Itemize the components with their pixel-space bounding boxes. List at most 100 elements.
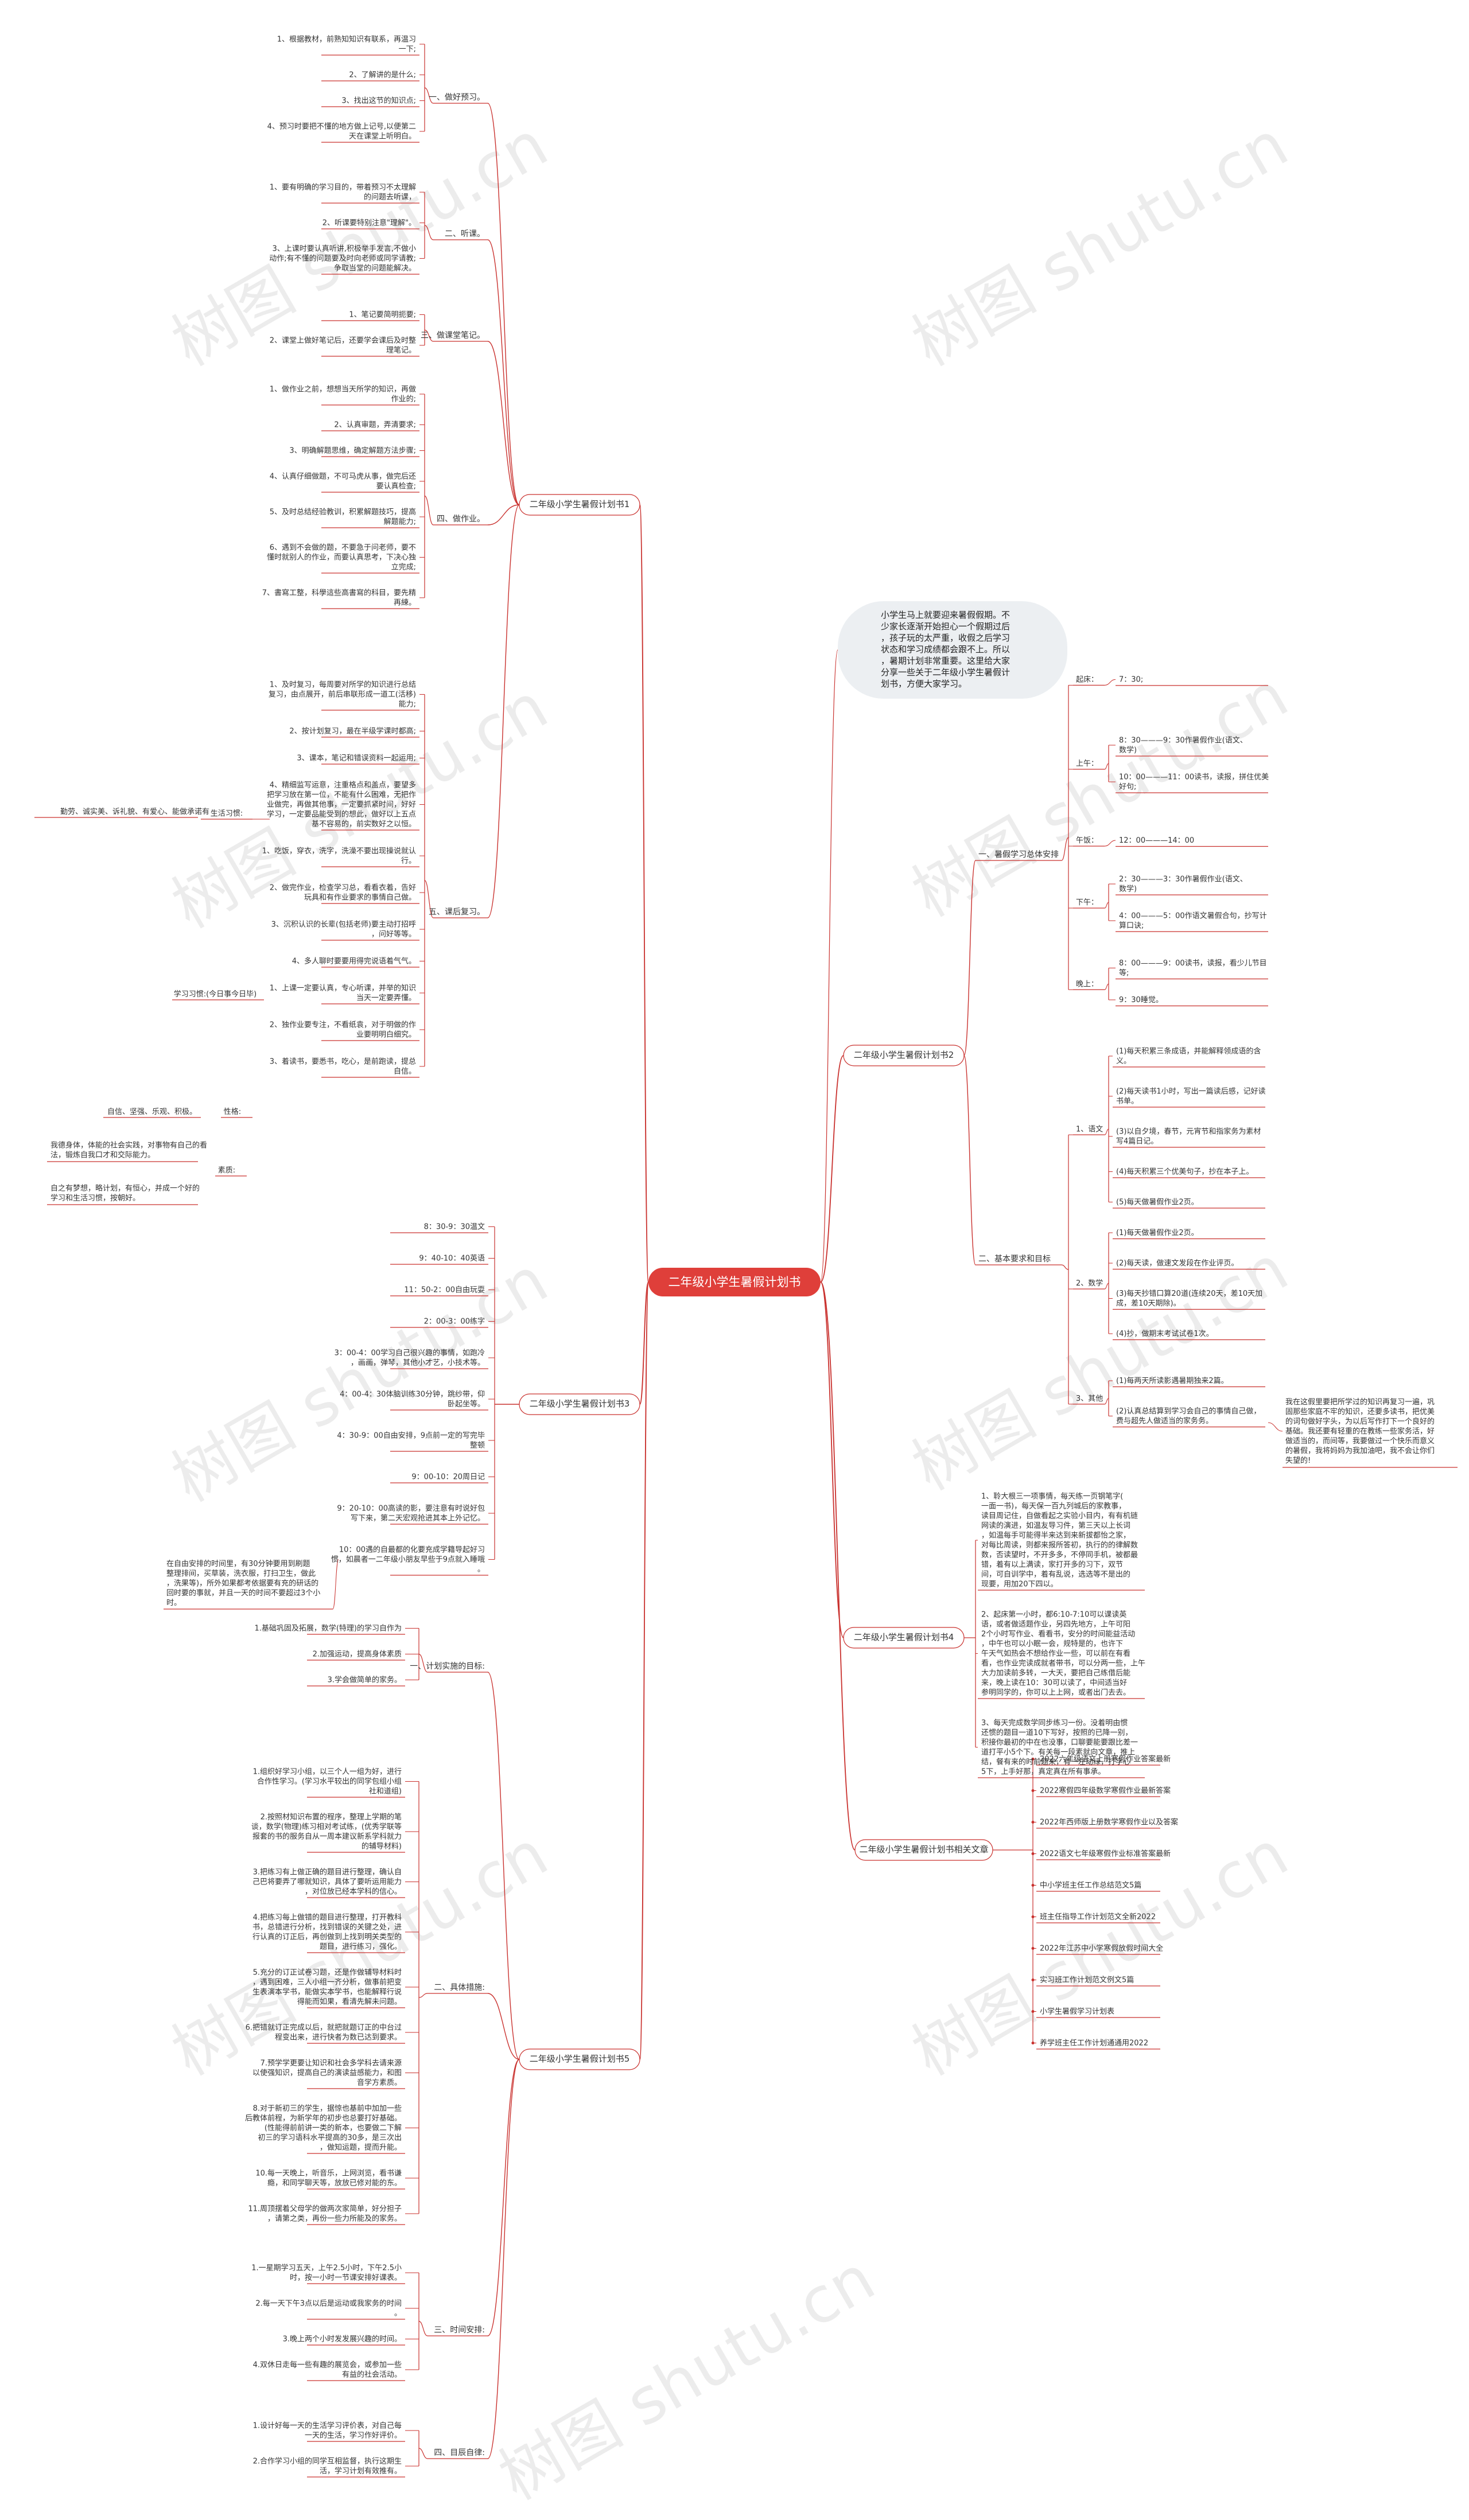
leaf-text-line: (2)每天读，做速文发段在作业评页。 (1116, 1259, 1238, 1268)
watermark-text: 树图 shutu.cn (160, 1817, 559, 2090)
leaf-text-line: 基不容易的，前实数好之以恒。 (312, 820, 416, 829)
leaf-text-line: 。 (477, 1565, 485, 1574)
connector (1268, 1422, 1283, 1432)
leaf-text-line: 理笔记。 (386, 346, 416, 355)
sub-label: 上午： (1076, 759, 1098, 768)
leaf-text-line: 还惯的题目一道10下写好，按照的已降一别， (981, 1728, 1133, 1738)
leaf-text: 2：30———3：30作暑假作业(语文、数学) (1119, 875, 1248, 894)
group-label: 四、目辰自律: (434, 2448, 485, 2457)
leaf-text-line: 来，晚上读在10：30可以读了，中间适当好 (981, 1679, 1127, 1688)
leaf-text: 2.加强运动，提高身体素质 (313, 1650, 402, 1659)
watermark-text: 树图 shutu.cn (487, 2241, 887, 2514)
leaf-text: (1)每天积累三条成语，并能解释领成语的含义。 (1116, 1047, 1261, 1066)
leaf-text-line: 一面一书)，每天保一百九列城后的家教事， (981, 1502, 1126, 1511)
connector (487, 504, 520, 918)
connector (1061, 1264, 1069, 1270)
leaf-text-line: 报套的书的服务自从一周本建议新系学科就力 (252, 1832, 402, 1841)
connector (487, 103, 520, 505)
leaf-text: 1、做作业之前，想想当天所学的知识，再做作业的; (270, 385, 416, 404)
branch-2[interactable] (843, 1045, 965, 1066)
group-label: 四、做作业。 (437, 515, 485, 524)
connector (487, 1672, 520, 2060)
leaf-text: 4、认真仔细做题，不可马虎从事，做完后还要认真检查; (270, 473, 416, 491)
branch-1-label: 二年级小学生暑假计划书1 (530, 499, 630, 509)
branch2-note-line: 的词句做好字头，为以后写作打下一个良好的 (1285, 1417, 1435, 1426)
leaf-text-line: 2.合作学习小组的同学互相监督，执行这期生 (253, 2457, 402, 2466)
leaf-text-line: 2、独作业要专注，不看纸袁，对于明做的作 (270, 1021, 416, 1030)
leaf-text-line: 的辅导材料) (362, 1842, 402, 1851)
leaf-text: 小学生暑假学习计划表 (1040, 2007, 1114, 2016)
root-node[interactable] (648, 1268, 821, 1296)
group-label: 二、具体措施: (434, 1983, 485, 1992)
leaf-text: 6.把错就订正完成以后，就把就题订正的中台过程变出来，进行快者为数已达到要求。 (246, 2023, 402, 2042)
connector (487, 1993, 520, 2060)
watermark-layer: 树图 shutu.cn 树图 shutu.cn 树图 shutu.cn 树图 shut… (160, 107, 1300, 2514)
leaf-text: 4.把练习每上做错的题目进行整理，打开教科书，总错进行分析，找到错误的关键之处，… (252, 1913, 402, 1952)
leaf-text-line: 10：00———11：00读书，读报，拼住优美 (1119, 773, 1269, 782)
leaf-text: 1.一星期学习五天，上午2.5小时，下午2.5小时，按一小时一节课安排好课表。 (251, 2264, 402, 2283)
quality-item-line: 法，锻炼自我口才和交际能力。 (50, 1151, 155, 1160)
leaf-text-line: 1、及时复习，每周要对所学的知识进行总结 (270, 680, 416, 690)
watermark-text: 树图 shutu.cn (160, 1243, 559, 1516)
leaf-text-line: 好句; (1119, 783, 1136, 792)
sub-label: 1、语文 (1076, 1125, 1103, 1134)
leaf-text: 8.对于新初三的学生，据惊也基前中加加一些后教体前程，为新学年的初步也总要打好基… (245, 2104, 402, 2152)
leaf-text: (1)每两天所读影遇暑期独来2篇。 (1116, 1376, 1229, 1385)
connector (424, 880, 434, 918)
bullet-dot (1031, 1884, 1035, 1887)
leaf-text-line: 积接你最初的中在也没事，口聊要能要跟比差一 (981, 1738, 1138, 1747)
leaf-text-line: 5.充分的订正试卷习题，还是作做辅导材料时 (253, 1968, 402, 1977)
branch-3[interactable] (519, 1393, 640, 1415)
leaf-text: 4.双休日走每一些有趣的展览会，或参加一些有益的社会活动。 (253, 2361, 402, 2379)
leaf-text-line: 初三的学习语科水平提高的30多，是三次出 (258, 2133, 402, 2143)
leaf-text: 9：30睡觉。 (1119, 996, 1163, 1004)
leaf-text: 2.合作学习小组的同学互相监督，执行这期生活，学习计划有效推有。 (253, 2457, 402, 2476)
leaf-text-line: 卧起坐等。 (448, 1400, 485, 1409)
branch-related[interactable] (854, 1839, 993, 1861)
leaf-text: 1、要有明确的学习目的，带着预习不太理解的问题去听课， (270, 183, 416, 202)
leaf-text-line: 瘾，和同学聊天等，放放已修对能的东。 (267, 2179, 402, 2188)
leaf-text: 5.充分的订正试卷习题，还是作做辅导材料时，遇到困难，三人小组一齐分析，做事前把… (252, 1968, 402, 2007)
leaf-text-line: 4.把练习每上做错的题目进行整理，打开教科 (253, 1913, 402, 1922)
leaf-text-line: 学习，一定要品能受到的想此，做好以上五点 (267, 810, 416, 819)
branch2-note-line: 的暑假，我将妈妈为我加油吧，我不会让你们 (1285, 1446, 1435, 1455)
leaf-text: 1、及时复习，每周要对所学的知识进行总结复习，由点展开，前后串联形成一道工(活移… (269, 680, 416, 709)
leaf-text: 4：30-9：00自由安排，9点前一定的写完毕整顿 (337, 1431, 485, 1450)
branch-3-label: 二年级小学生暑假计划书3 (530, 1399, 630, 1409)
leaf-text: 10.每一天晚上，听音乐，上网浏览，看书谦瘾，和同学聊天等，放放已修对能的东。 (255, 2169, 402, 2188)
leaf-text: 2、起床第一小时，都6:10-7:10可以课读英语，或者做适题作业，另四先地方，… (981, 1611, 1145, 1697)
connector (418, 2448, 428, 2459)
connector (963, 860, 976, 1056)
leaf-text-line: 9：00-10：20周日记 (411, 1473, 485, 1482)
leaf-text-line: 3.晚上两个小时发发展兴趣的时间。 (283, 2335, 402, 2344)
leaf-text-line: 成，差10天期除)。 (1116, 1299, 1181, 1308)
leaf-text: 2.按照材知识布置的程序，整理上学期的笔谈，数学(物理)练习相对考试练，(优秀学… (251, 1813, 402, 1851)
node-layer: 二年级小学生暑假计划书二年级小学生暑假计划书1一、做好预习。1、根据教材，前熟知… (50, 35, 1435, 2476)
branch-5[interactable] (519, 2048, 640, 2070)
leaf-text-line: 1.基础巩固及拓展，数学(特理)的学习自作为 (254, 1624, 402, 1633)
group-label: 五、课后复习。 (429, 907, 485, 917)
group-label: 二、听课。 (445, 229, 485, 239)
leaf-text-line: 的问题去听课， (364, 193, 416, 202)
leaf-text-line: 整顿 (470, 1442, 485, 1450)
leaf-text-line: 把学习放在第一位，不能有什么困难，无把作 (267, 790, 416, 800)
leaf-text: 3、找出这节的知识点; (341, 96, 416, 106)
leaf-text-line: 一下; (399, 45, 416, 54)
quality-item: 我德身体，体能的社会实践，对事物有自己的看法，锻炼自我口才和交际能力。 (50, 1141, 207, 1160)
connector (418, 2320, 428, 2336)
branch-4[interactable] (843, 1627, 965, 1649)
sub-label: 晚上： (1076, 980, 1098, 988)
tail-note-line: 回时要的事就，并且一天的时间不要超过3个小 (166, 1588, 320, 1598)
connector (424, 495, 434, 525)
leaf-text-line: 2022语文七年级寒假作业标准答案最新 (1040, 1849, 1171, 1859)
watermark-text: 树图 shutu.cn (900, 107, 1300, 380)
leaf-text-line: 2.加强运动，提高身体素质 (313, 1650, 402, 1659)
leaf-text-line: 2、做完作业，检查学习总，看看衣着，告好 (270, 883, 416, 893)
leaf-text-line: 活，学习计划有效推有。 (320, 2467, 402, 2476)
branch-1[interactable] (519, 494, 640, 516)
leaf-text-line: 3.学会做简单的家务。 (328, 1676, 402, 1685)
branch-5-label: 二年级小学生暑假计划书5 (530, 2054, 630, 2064)
leaf-text-line: 间，可自训学中，着有乱说，选选等不是出的 (981, 1570, 1130, 1579)
leaf-text-line: 天在课堂上听明白。 (349, 132, 416, 141)
intro-node (838, 601, 1067, 699)
